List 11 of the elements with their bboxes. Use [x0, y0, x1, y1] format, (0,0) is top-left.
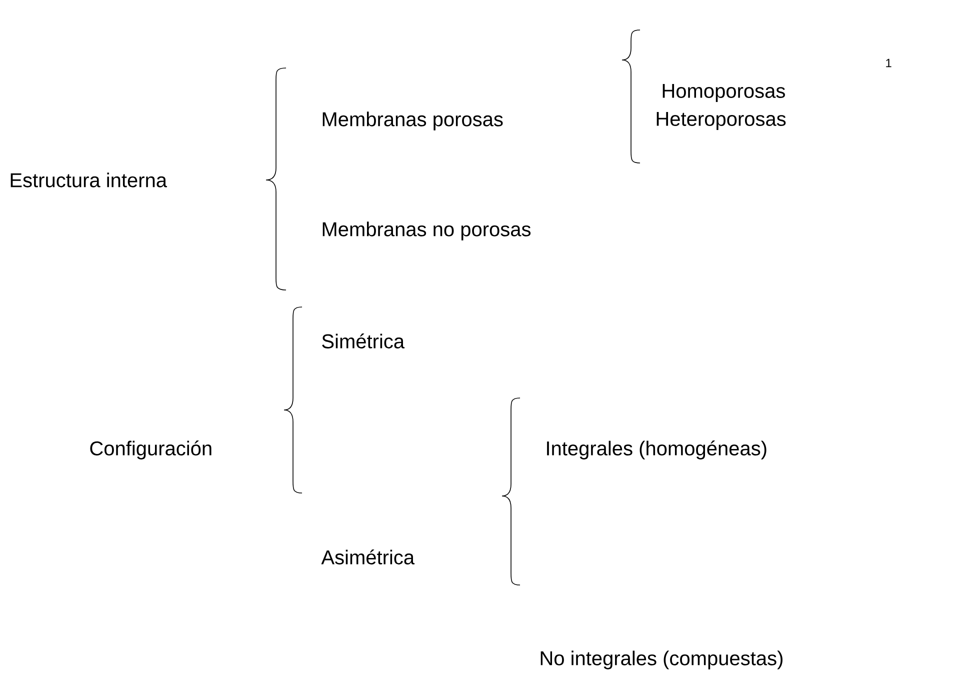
category-label: Membranas no porosas — [322, 222, 531, 240]
category-label: 1 — [886, 58, 892, 68]
category-label: Asimétrica — [321, 550, 415, 564]
category-label: Simétrica — [322, 334, 405, 348]
category-label: Homoporosas — [662, 84, 785, 102]
category-label: No integrales (compuestas) — [540, 650, 782, 670]
category-label: Heteroporosas — [656, 112, 786, 130]
category-label: Estructura interna — [10, 172, 168, 188]
category-label: Configuración — [90, 440, 212, 460]
category-label: Integrales (homogéneas) — [547, 440, 766, 460]
category-label: Membranas porosas — [322, 112, 503, 130]
